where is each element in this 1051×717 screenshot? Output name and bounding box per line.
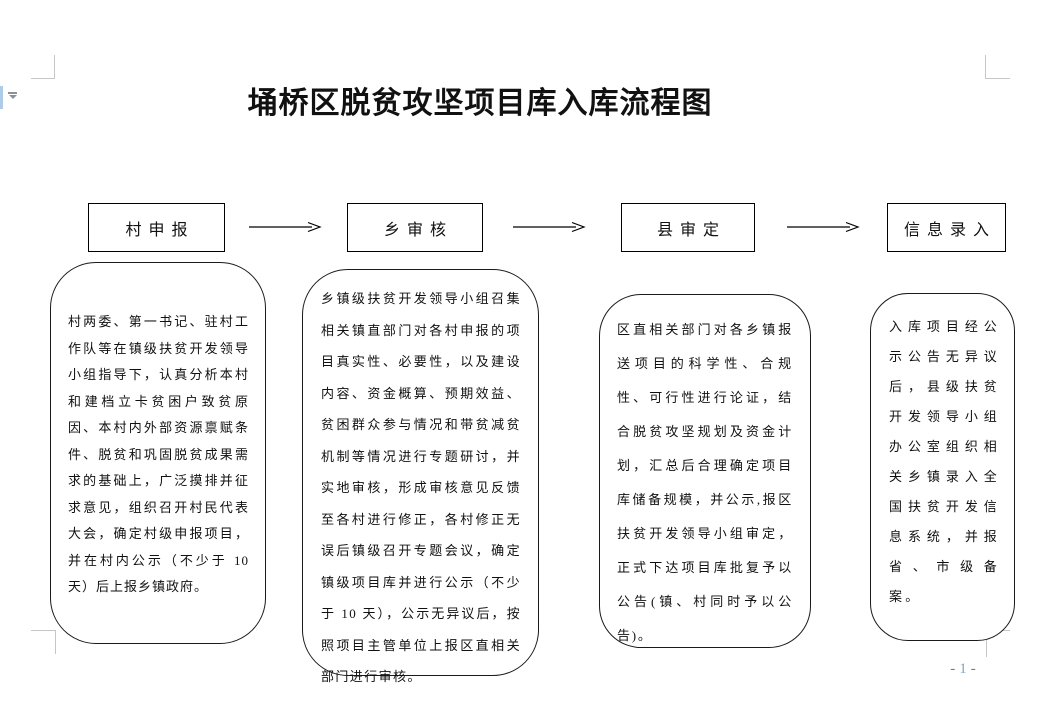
collapse-triangle-icon[interactable] [8, 92, 17, 99]
crop-mark-bottom-right [986, 630, 987, 657]
stage-box-township-review[interactable]: 乡审核 [347, 203, 483, 252]
stage-label: 县审定 [656, 221, 726, 239]
detail-text: 入库项目经公示公告无异议后，县级扶贫开发领导小组办公室组织相关乡镇录入全国扶贫开… [889, 319, 1000, 604]
crop-mark-top-right [985, 55, 986, 79]
crop-mark-top-right [985, 78, 1010, 79]
detail-text: 乡镇级扶贫开发领导小组召集相关镇直部门对各村申报的项目真实性、必要性，以及建设内… [321, 291, 521, 684]
detail-text: 村两委、第一书记、驻村工作队等在镇级扶贫开发领导小组指导下，认真分析本村和建档立… [68, 314, 249, 594]
right-arrow-icon [787, 221, 860, 233]
stage-label: 乡审核 [383, 221, 453, 239]
crop-mark-bottom-left [55, 630, 56, 654]
margin-highlight-bar [0, 86, 3, 109]
stage-box-county-approval[interactable]: 县审定 [621, 203, 755, 252]
right-arrow-icon [249, 221, 322, 233]
stage-box-village-report[interactable]: 村申报 [88, 203, 225, 252]
page-number-value: 1 [959, 661, 967, 677]
page-number-dash: - [970, 661, 976, 677]
crop-mark-top-left [54, 55, 55, 79]
stage-label: 信息录入 [903, 221, 996, 239]
detail-text: 区直相关部门对各乡镇报送项目的科学性、合规性、可行性进行论证，结合脱贫攻坚规划及… [617, 322, 793, 643]
page-number-dash: - [950, 661, 956, 677]
stage-box-info-entry[interactable]: 信息录入 [887, 203, 1006, 252]
crop-mark-bottom-left [31, 630, 55, 631]
page-number: -1- [928, 661, 998, 678]
right-arrow-icon [513, 221, 586, 233]
stage-label: 村申报 [125, 221, 195, 239]
crop-mark-top-left [31, 78, 55, 79]
detail-box-township-review[interactable]: 乡镇级扶贫开发领导小组召集相关镇直部门对各村申报的项目真实性、必要性，以及建设内… [302, 269, 539, 684]
detail-box-village-report[interactable]: 村两委、第一书记、驻村工作队等在镇级扶贫开发领导小组指导下，认真分析本村和建档立… [50, 262, 266, 644]
detail-box-county-approval[interactable]: 区直相关部门对各乡镇报送项目的科学性、合规性、可行性进行论证，结合脱贫攻坚规划及… [599, 294, 811, 648]
detail-box-info-entry[interactable]: 入库项目经公示公告无异议后，县级扶贫开发领导小组办公室组织相关乡镇录入全国扶贫开… [870, 293, 1015, 641]
page-title: 埇桥区脱贫攻坚项目库入库流程图 [247, 87, 713, 120]
